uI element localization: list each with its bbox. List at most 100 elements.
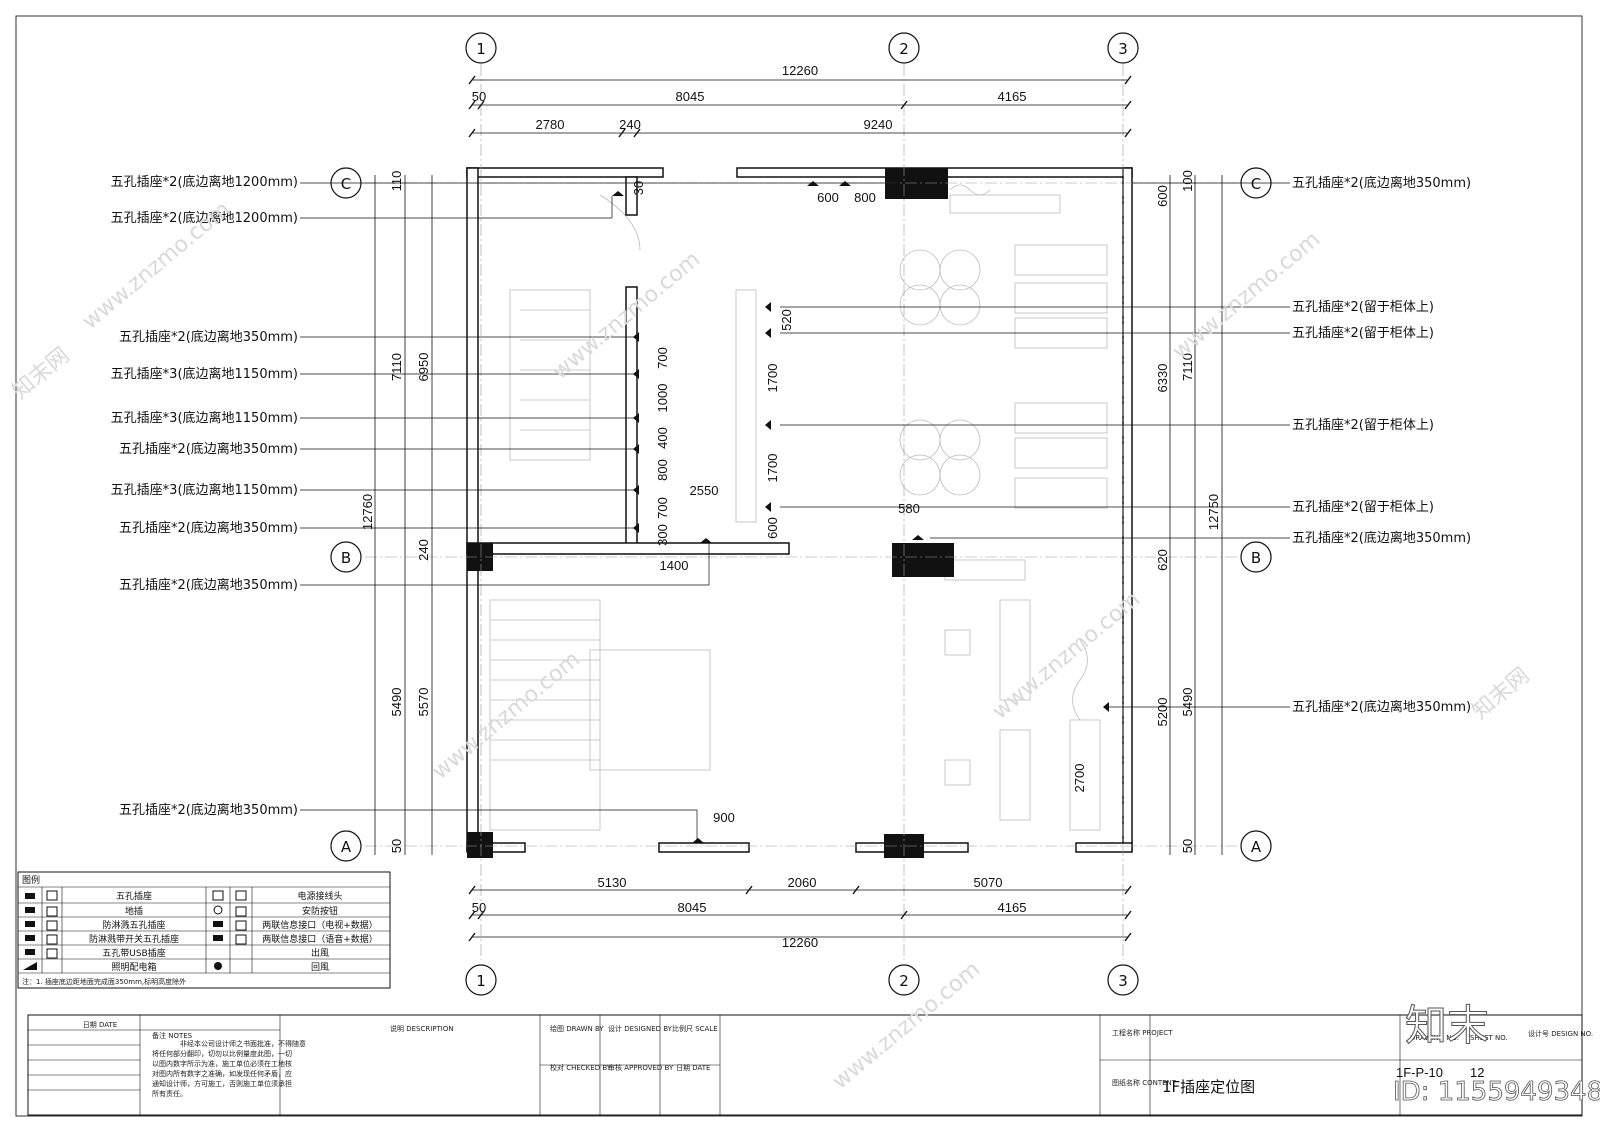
dim-inner-1700-a: 1700: [765, 364, 780, 393]
dim-inner-1400: 1400: [660, 558, 689, 573]
tb-sheet-label: SHEET NO.: [1470, 1034, 1508, 1042]
legend-left-5: 五孔带USB插座: [102, 947, 165, 959]
tb-date2: 日期 DATE: [676, 1064, 710, 1072]
watermark-5: www.znzmo.com: [988, 587, 1145, 725]
dim-right-620: 620: [1155, 549, 1170, 571]
watermark-4: www.znzmo.com: [428, 647, 585, 785]
axis-bubble-labels: 1 2 3 1 2 3 C B A C B A: [341, 40, 1262, 990]
dim-right-12750: 12750: [1206, 494, 1221, 530]
legend-right-1: 电源接线头: [297, 890, 342, 902]
dim-bottom-50: 50: [472, 900, 486, 915]
dim-inner-520: 520: [779, 309, 794, 331]
sheet-frame: [15, 15, 1583, 1117]
dim-inner-400: 400: [655, 427, 670, 449]
tb-design-no-label: 设计号 DESIGN NO.: [1528, 1029, 1593, 1038]
axis-label-right-c: C: [1251, 175, 1261, 193]
axis-label-left-b: B: [341, 549, 351, 567]
tb-checked-by: 校对 CHECKED BY: [550, 1063, 612, 1072]
leader-lines: [300, 182, 1290, 840]
dim-inner-580: 580: [898, 501, 920, 516]
label-left-4: 五孔插座*3(底边离地1150mm): [111, 366, 298, 382]
axis-label-right-a: A: [1251, 838, 1262, 856]
dim-inner-900: 900: [713, 810, 735, 825]
axis-label-top-2: 2: [899, 40, 909, 58]
label-left-6: 五孔插座*2(底边离地350mm): [119, 441, 298, 457]
dim-inner-1700-b: 1700: [765, 454, 780, 483]
tb-scale: 比例尺 SCALE: [672, 1024, 718, 1033]
dimension-ticks: [468, 75, 1132, 942]
dim-inner-600: 600: [817, 190, 839, 205]
dim-left-6950: 6950: [416, 353, 431, 382]
tb-notes-line-2: 将任何部分翻印，切勿以比例量度此图，一切: [152, 1049, 292, 1058]
label-left-3: 五孔插座*2(底边离地350mm): [119, 329, 298, 345]
label-right-7: 五孔插座*2(底边离地350mm): [1292, 699, 1471, 715]
label-left-7: 五孔插座*3(底边离地1150mm): [111, 482, 298, 498]
dim-top-total: 12260: [782, 63, 818, 78]
legend-right-4: 两联信息接口（语音+数据）: [262, 933, 378, 945]
dim-bottom-2060: 2060: [788, 875, 817, 890]
legend-left-2: 地插: [125, 905, 143, 917]
dim-top-8045: 8045: [676, 89, 705, 104]
label-right-2: 五孔插座*2(留于柜体上): [1292, 300, 1434, 315]
dim-top-2780: 2780: [536, 117, 565, 132]
bottom-dimensions: 5130 2060 5070 50 8045 4165 12260: [472, 875, 1027, 950]
dim-bottom-4165: 4165: [998, 900, 1027, 915]
axis-label-left-a: A: [341, 838, 352, 856]
legend-right-3: 两联信息接口（电视+数据）: [262, 919, 378, 931]
walls: [466, 167, 1133, 853]
tb-notes-line-6: 所有责任。: [152, 1089, 187, 1098]
dim-bottom-5130: 5130: [598, 875, 627, 890]
tb-notes-line-1: 非经本公司设计师之书面批准，不得随意: [180, 1039, 306, 1048]
dim-top-240: 240: [619, 117, 641, 132]
dim-inner-2550: 2550: [690, 483, 719, 498]
tb-drawn-by: 绘图 DRAWN BY: [550, 1024, 604, 1033]
legend-title: 图例: [22, 874, 40, 886]
dim-inner-300: 300: [655, 524, 670, 546]
label-left-8: 五孔插座*2(底边离地350mm): [119, 520, 298, 536]
dim-right-7110: 7110: [1180, 353, 1195, 381]
tb-notes-line-5: 通知设计师，方可施工，否则施工单位须承担: [152, 1079, 292, 1088]
dim-left-7110: 7110: [389, 353, 404, 381]
dim-bottom-total: 12260: [782, 935, 818, 950]
label-right-3: 五孔插座*2(留于柜体上): [1292, 326, 1434, 341]
right-dimensions: 600 100 6330 7110 12750 620 5200 5490 50: [1155, 170, 1221, 853]
axis-lines: [365, 64, 1240, 960]
dim-left-5490: 5490: [389, 688, 404, 717]
outlet-labels-left: 五孔插座*2(底边离地1200mm) 五孔插座*2(底边离地1200mm) 五孔…: [111, 174, 298, 818]
label-left-2: 五孔插座*2(底边离地1200mm): [111, 210, 298, 226]
tb-approved-by: 审核 APPROVED BY: [608, 1063, 674, 1072]
dim-left-50: 50: [389, 839, 404, 853]
axis-label-left-c: C: [341, 175, 351, 193]
tb-designed-by: 设计 DESIGNED BY: [608, 1024, 673, 1033]
legend-right-6: 回風: [311, 962, 329, 973]
dim-inner-700-a: 700: [655, 347, 670, 369]
label-right-6: 五孔插座*2(底边离地350mm): [1292, 530, 1471, 546]
legend: 图例 五孔插座 地插 防淋溅五孔插座 防淋溅带开关五孔插座 五孔带USB插座 照…: [17, 871, 391, 989]
dim-right-100: 100: [1180, 170, 1195, 192]
label-left-10: 五孔插座*2(底边离地350mm): [119, 802, 298, 818]
dim-inner-800-b: 800: [655, 459, 670, 481]
dim-inner-800: 800: [854, 190, 876, 205]
legend-right-2: 安防按钮: [302, 905, 338, 917]
dim-left-12760: 12760: [360, 494, 375, 530]
tb-content: 图纸名称 CONTENT: [1112, 1078, 1177, 1087]
label-right-4: 五孔插座*2(留于柜体上): [1292, 418, 1434, 433]
label-right-1: 五孔插座*2(底边离地350mm): [1292, 175, 1471, 191]
dim-right-600: 600: [1155, 185, 1170, 207]
watermark-3: www.znzmo.com: [1168, 227, 1325, 365]
axis-label-bottom-3: 3: [1118, 972, 1128, 990]
tb-drawing-no-label: DRAWING NO.: [1410, 1034, 1459, 1042]
dim-top-9240: 9240: [864, 117, 893, 132]
dim-bottom-8045: 8045: [678, 900, 707, 915]
tb-description-label: 说明 DESCRIPTION: [390, 1024, 454, 1033]
axis-label-top-1: 1: [476, 40, 486, 58]
watermark-brand-1: 知末网: [8, 343, 75, 405]
dim-inner-700-b: 700: [655, 497, 670, 519]
dim-left-110: 110: [389, 171, 404, 192]
image-id: ID: 1155949348: [1393, 1077, 1600, 1107]
tb-date-label: 日期 DATE: [83, 1021, 117, 1029]
tb-drawing-title: 1F插座定位图: [1162, 1078, 1255, 1096]
axis-label-right-b: B: [1251, 549, 1261, 567]
dim-inner-2700: 2700: [1072, 764, 1087, 793]
